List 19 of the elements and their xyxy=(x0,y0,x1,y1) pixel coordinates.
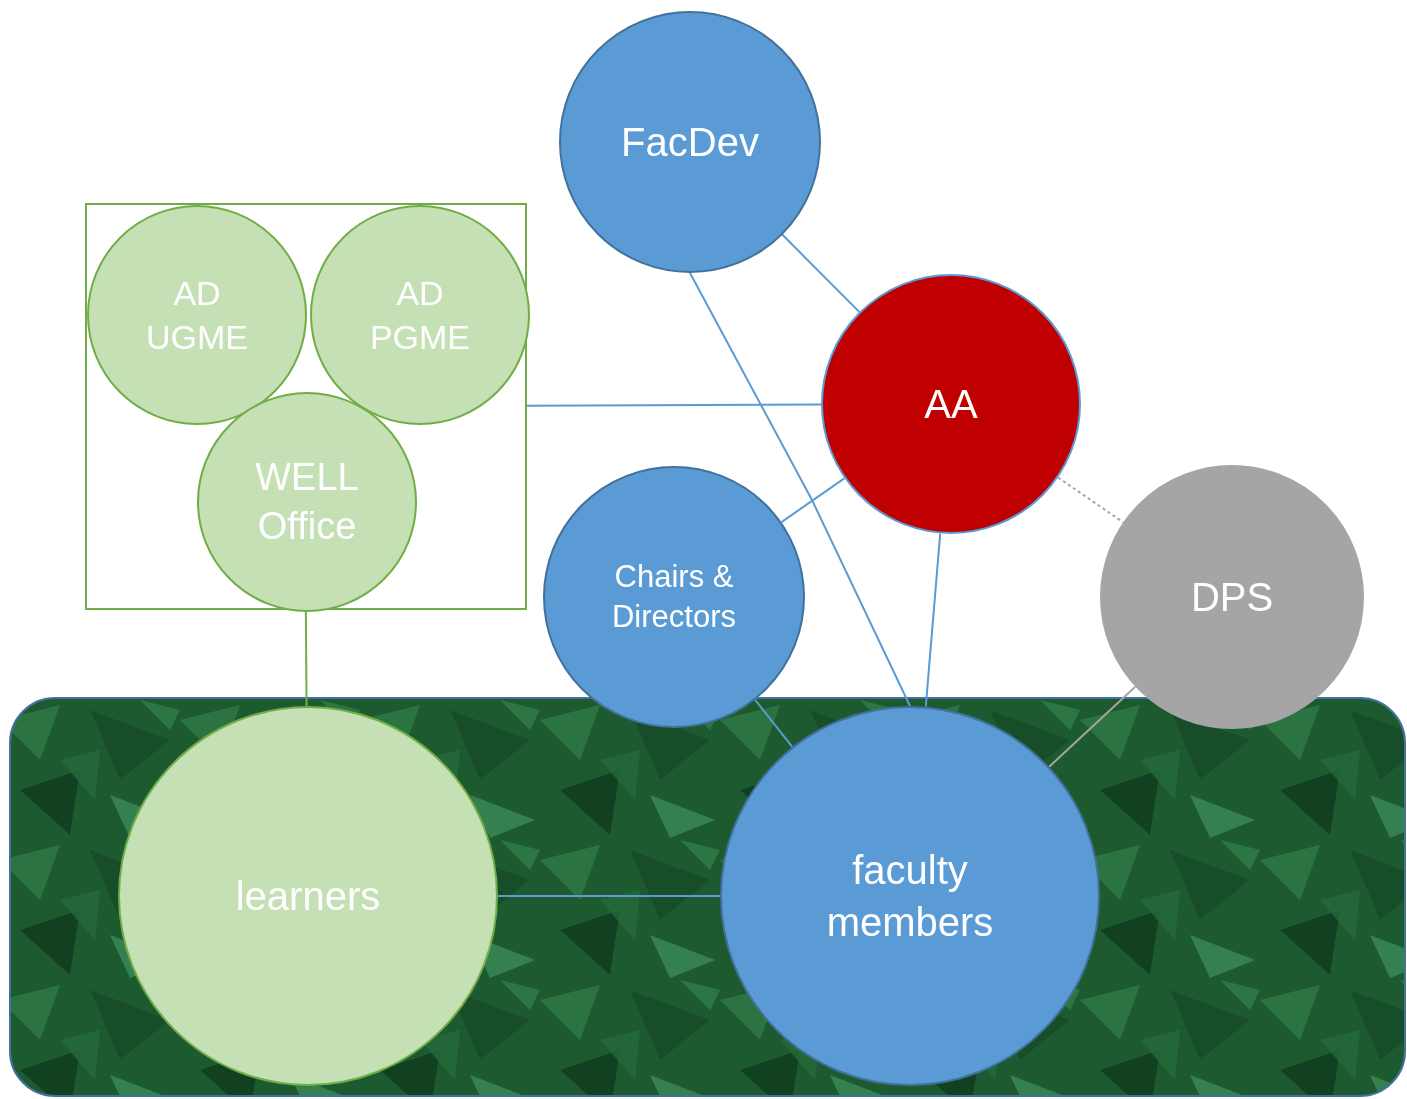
group-frame xyxy=(85,203,527,610)
node-label: FacDev xyxy=(621,119,759,166)
node-label: AD PGME xyxy=(368,272,472,358)
node-label: AD UGME xyxy=(145,272,249,358)
connector-line xyxy=(780,477,846,524)
node-label: AA xyxy=(924,381,978,428)
connector-line xyxy=(304,609,308,707)
connector-line xyxy=(754,698,794,748)
connector-line xyxy=(1048,685,1137,768)
connector-line xyxy=(781,233,861,313)
connector-line xyxy=(497,895,721,897)
connector-line xyxy=(924,532,942,708)
node-label: WELL Office xyxy=(254,454,360,549)
connector-line xyxy=(526,403,822,407)
node-label: Chairs & Directors xyxy=(611,557,737,636)
node-label: learners xyxy=(235,873,381,920)
node-label: faculty members xyxy=(825,847,995,946)
connector-line xyxy=(689,272,911,707)
node-label: DPS xyxy=(1190,574,1274,621)
